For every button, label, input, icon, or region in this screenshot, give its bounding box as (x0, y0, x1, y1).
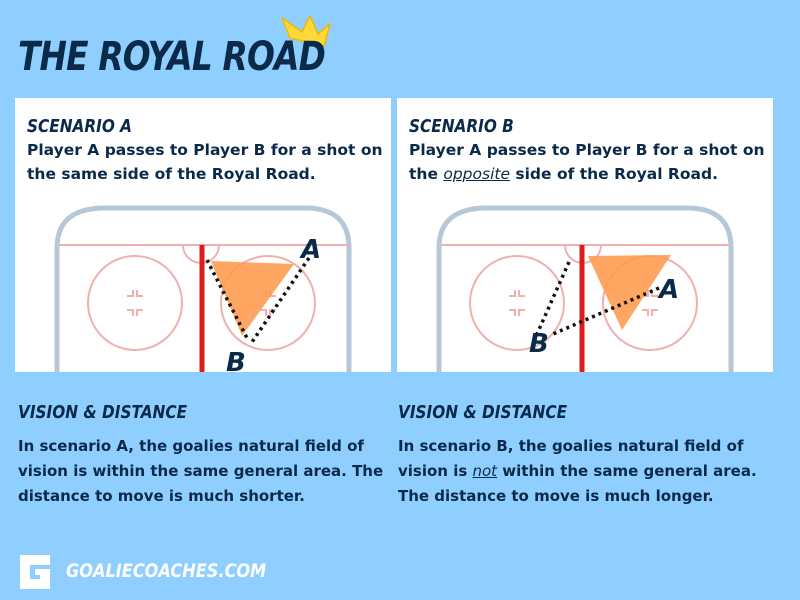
crown-icon (281, 15, 331, 47)
scenario-b-description: Player A passes to Player B for a shot o… (409, 138, 769, 186)
vision-distance-heading-b: VISION & DISTANCE (398, 402, 568, 423)
scenario-a-label: SCENARIO A (27, 116, 133, 137)
vision-distance-heading-a: VISION & DISTANCE (18, 402, 188, 423)
scenario-b-label: SCENARIO B (409, 116, 514, 137)
vision-b-text-emphasis: not (472, 462, 498, 480)
vision-distance-text-a: In scenario A, the goalies natural field… (18, 437, 384, 505)
goaliecoaches-logo-icon (20, 555, 50, 589)
scenario-b-desc-before: Player A passes to Player B for a shot o… (409, 141, 765, 183)
vision-distance-text-b: In scenario B, the goalies natural field… (398, 434, 758, 509)
vision-b-text-after: within the same general area. The distan… (398, 462, 757, 505)
player-b-marker: B (529, 329, 549, 359)
page-title: THE ROYAL ROAD (18, 34, 326, 80)
player-a-marker: A (657, 275, 679, 305)
vision-b-text-before: In scenario B, the goalies natural field… (398, 437, 744, 480)
scenario-b-desc-after: side of the Royal Road. (510, 165, 718, 183)
shot-cone-b (588, 255, 671, 330)
scenario-a-description: Player A passes to Player B for a shot o… (27, 141, 383, 183)
scenario-b-desc-emphasis: opposite (443, 165, 510, 183)
site-link[interactable]: GOALIECOACHES.COM (66, 560, 267, 582)
shot-cone-a (211, 261, 294, 336)
scenario-a-panel: A B SCENARIO A Player A passes to Player… (15, 98, 391, 372)
player-a-marker: A (299, 235, 321, 265)
player-b-marker: B (226, 348, 246, 372)
rink-diagram-a: A B (54, 205, 352, 372)
rink-diagram-b: A B (436, 205, 734, 372)
scenario-b-panel: A B SCENARIO B Player A passes to Player… (397, 98, 773, 372)
